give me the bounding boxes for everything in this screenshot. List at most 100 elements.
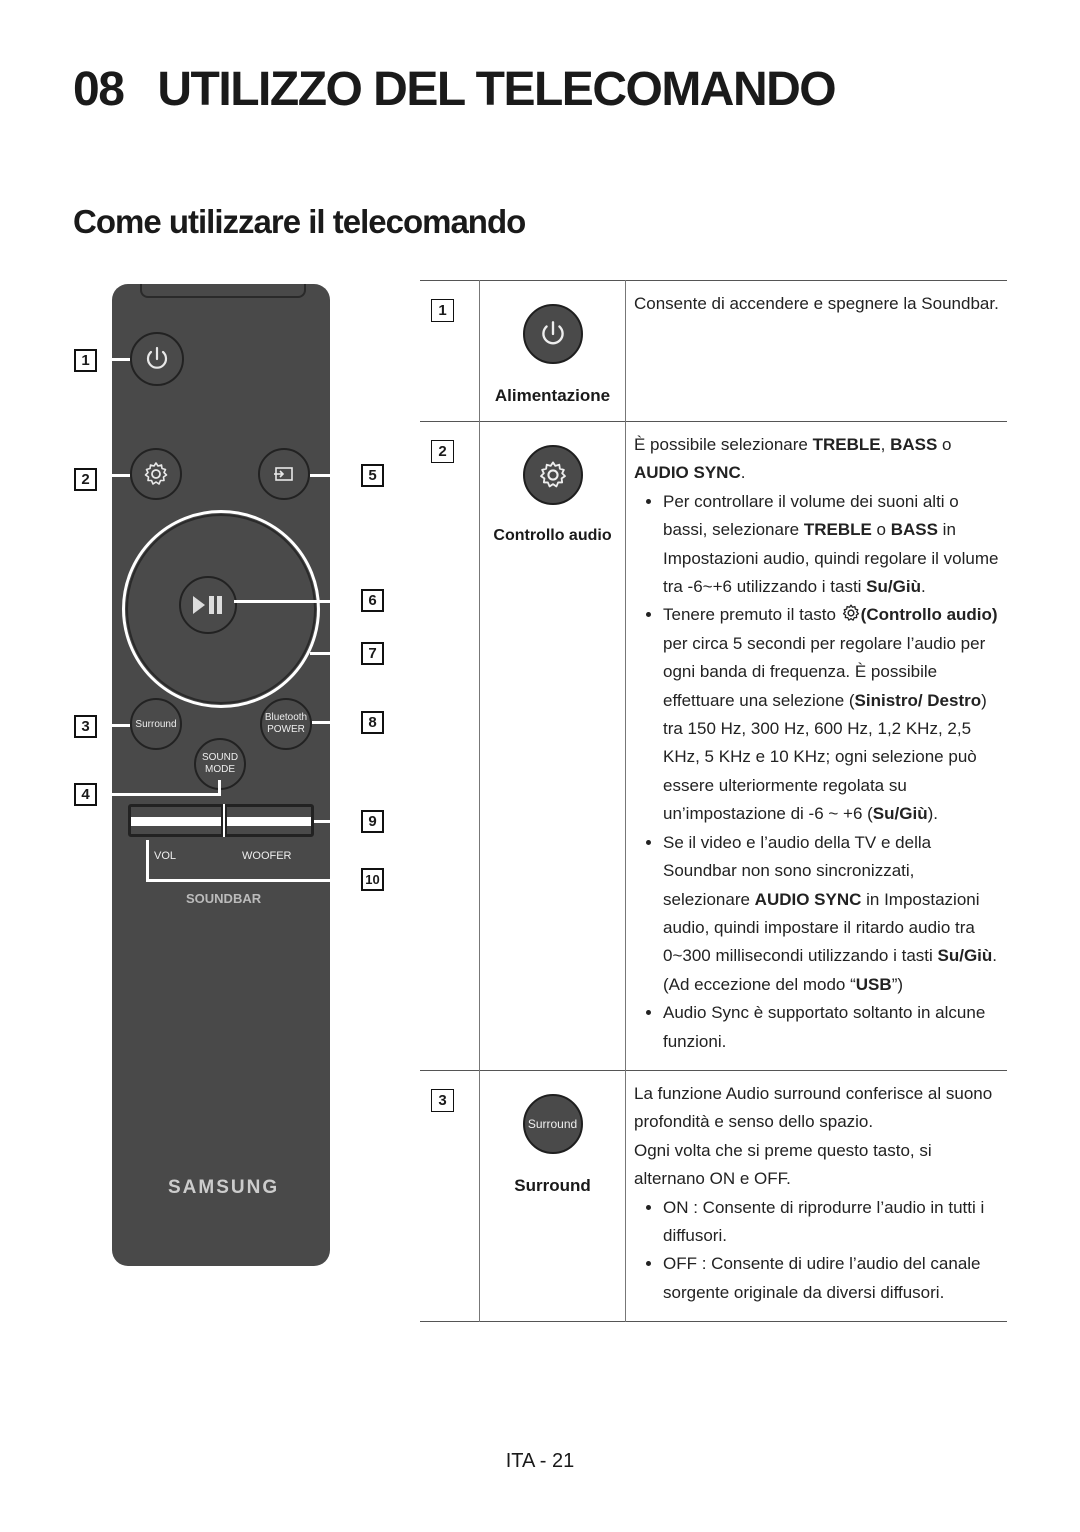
- leader-2: [108, 474, 130, 477]
- remote-bluetooth-power-button: Bluetooth POWER: [260, 698, 312, 750]
- callout-1: 1: [74, 349, 97, 372]
- table-row: 3 Surround Surround La funzione Audio su…: [420, 1070, 1008, 1322]
- remote-vol-label: VOL: [154, 850, 177, 862]
- remote-mode-label: MODE: [205, 764, 235, 775]
- leader-6: [234, 600, 356, 603]
- audio-control-button-icon: [522, 445, 583, 505]
- button-description-table: 1 Alimentazione Consente di accendere e …: [420, 280, 1007, 1322]
- callout-7: 7: [361, 642, 384, 665]
- row-icon-cell: Controllo audio: [479, 421, 626, 1071]
- surround-icon-label: Surround: [527, 1116, 578, 1131]
- row-icon-cell: Alimentazione: [479, 280, 626, 422]
- chapter-number: 08: [73, 63, 125, 116]
- text-bold: Su/Giù: [937, 946, 993, 966]
- row-desc-text: Consente di accendere e spegnere la Soun…: [634, 294, 999, 313]
- leader-4h: [106, 793, 220, 796]
- row-number: 2: [431, 440, 454, 463]
- text-bold: Su/Giù: [872, 804, 928, 824]
- gear-icon: [539, 461, 566, 488]
- samsung-logo: SAMSUNG: [168, 1177, 280, 1198]
- leader-8: [312, 721, 356, 724]
- row-icon-cell: Surround Surround: [479, 1070, 626, 1322]
- text-run: Tenere premuto il tasto: [663, 605, 841, 625]
- leader-4v: [218, 780, 221, 796]
- text-bold: AUDIO SYNC: [634, 463, 741, 483]
- remote-woofer-label: WOOFER: [242, 850, 292, 862]
- list-item: Tenere premuto il tasto (Controllo audio…: [663, 601, 1001, 828]
- callout-5: 5: [361, 464, 384, 487]
- row-label: Surround: [514, 1175, 591, 1195]
- leader-9: [314, 820, 356, 823]
- text-run: in Impostazioni audio, quindi regolare i…: [663, 520, 999, 597]
- remote-power-button: [130, 332, 184, 386]
- text-run: o: [937, 435, 952, 454]
- chapter-title-text: UTILIZZO DEL TELECOMANDO: [157, 63, 836, 116]
- remote-slot: [140, 284, 306, 298]
- text-run: Per controllare il volume dei suoni alti…: [663, 491, 959, 540]
- row-number: 1: [431, 299, 454, 322]
- text-bold: USB: [855, 974, 892, 994]
- row-label: Alimentazione: [494, 386, 611, 405]
- row-intro: È possibile selezionare TREBLE, BASS o A…: [634, 431, 1001, 488]
- text-run: .: [920, 577, 926, 597]
- text-run: o: [871, 520, 891, 540]
- text-bold: Sinistro/ Destro: [854, 690, 982, 710]
- text-run: Se il video e l’audio della TV e della S…: [663, 832, 932, 909]
- row-number: 3: [431, 1088, 454, 1112]
- list-item: Audio Sync è supportato soltanto in alcu…: [663, 999, 1001, 1056]
- table-row: 1 Alimentazione Consente di accendere e …: [420, 280, 1008, 422]
- callout-4: 4: [74, 783, 97, 806]
- text-bold: Su/Giù: [866, 577, 921, 597]
- row-paragraph: La funzione Audio surround conferisce al…: [634, 1083, 993, 1132]
- text-run: ).: [927, 804, 938, 824]
- power-icon: [541, 321, 564, 345]
- row-paragraph: Ogni volta che si preme questo tasto, si…: [634, 1140, 932, 1189]
- text-run: in Impostazioni audio, quindi impostare …: [663, 889, 980, 966]
- text-bold: BASS: [890, 435, 938, 454]
- power-button-icon: [522, 304, 583, 364]
- remote-source-button: [258, 448, 310, 500]
- bullet-list: ON : Consente di riprodurre l’audio in t…: [634, 1194, 1001, 1308]
- leader-3: [108, 724, 130, 727]
- row-number-cell: 1: [420, 280, 480, 422]
- remote-surround-label: Surround: [135, 718, 177, 730]
- row-number-cell: 3: [420, 1070, 480, 1322]
- remote-power-label: POWER: [267, 724, 305, 735]
- remote-audio-control-button: [130, 448, 182, 500]
- row-number-cell: 2: [420, 421, 480, 1071]
- row-label: Controllo audio: [493, 527, 612, 544]
- text-run: ,: [880, 435, 891, 454]
- surround-button-icon: Surround: [522, 1093, 583, 1154]
- callout-6: 6: [361, 589, 384, 612]
- text-run: per circa 5 secondi per regolare l’audio…: [663, 633, 986, 710]
- gear-icon: [842, 604, 859, 622]
- callout-10: 10: [361, 868, 384, 891]
- callout-2: 2: [74, 468, 97, 491]
- leader-1: [108, 358, 130, 361]
- text-bold: TREBLE: [812, 435, 881, 454]
- table-row: 2 Controllo audio È possibile selezionar…: [420, 421, 1007, 1071]
- row-description: La funzione Audio surround conferisce al…: [626, 1070, 1008, 1321]
- leader-10v: [146, 840, 149, 882]
- remote-bluetooth-label: Bluetooth: [264, 712, 308, 723]
- text-run: È possibile selezionare: [634, 435, 813, 454]
- callout-8: 8: [361, 711, 384, 734]
- leader-7: [310, 652, 356, 655]
- source-icon: [274, 467, 293, 481]
- text-bold: TREBLE: [803, 520, 872, 540]
- leader-10h: [146, 879, 356, 882]
- list-item: Se il video e l’audio della TV e della S…: [663, 829, 1001, 999]
- page-number: ITA - 21: [505, 1450, 575, 1472]
- remote-sound-label: SOUND: [201, 752, 239, 763]
- remote-soundbar-label: SOUNDBAR: [186, 891, 262, 906]
- list-item: ON : Consente di riprodurre l’audio in t…: [663, 1194, 1001, 1251]
- remote-play-pause-button: [179, 576, 237, 634]
- row-description: Consente di accendere e spegnere la Soun…: [626, 281, 1008, 422]
- text-run: . (Ad eccezione del modo “: [663, 946, 998, 994]
- text-run: ) tra 150 Hz, 300 Hz, 600 Hz, 1,2 KHz, 2…: [663, 690, 987, 824]
- leader-5: [310, 474, 356, 477]
- remote-up-down-ring: [122, 510, 320, 708]
- list-item: Per controllare il volume dei suoni alti…: [663, 488, 1001, 602]
- chapter-title: 08 UTILIZZO DEL TELECOMANDO: [73, 62, 837, 117]
- remote-surround-button: Surround: [130, 698, 182, 750]
